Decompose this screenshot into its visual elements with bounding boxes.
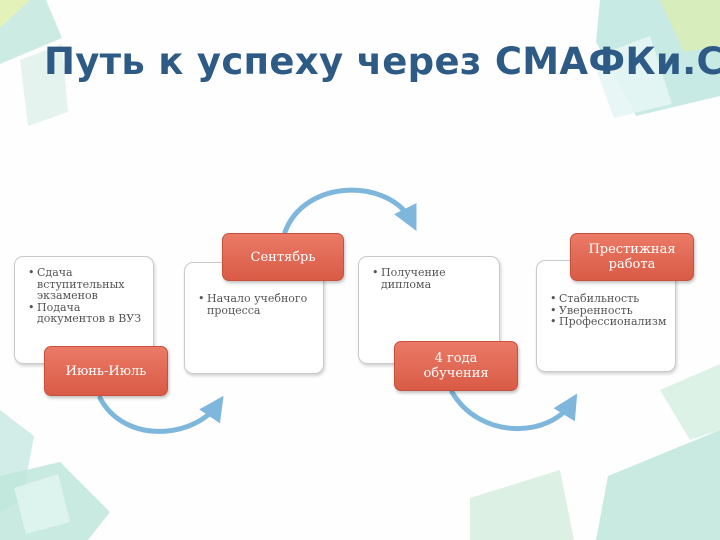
slide-title: Путь к успеху через СМАФКи.С [44, 40, 720, 83]
stage-2-item: Начало учебного процесса [198, 293, 315, 316]
stage-4-label: Престижная работа [570, 233, 694, 281]
stage-2-list: Начало учебного процесса [193, 293, 315, 316]
stage-1-list: Сдача вступительных экзаменов Подача док… [23, 267, 145, 325]
stage-3-list: Получение диплома [367, 267, 491, 290]
curved-arrow-2 [282, 187, 417, 235]
stage-1-label: Июнь-Июль [44, 346, 168, 396]
stage-3-item: Получение диплома [372, 267, 491, 290]
curved-arrow-1 [97, 395, 224, 434]
curved-arrow-3 [449, 389, 578, 432]
stage-1-item: Подача документов в ВУЗ [28, 301, 145, 325]
stage-4-item: Уверенность [550, 304, 667, 317]
stage-1-item: Сдача вступительных экзаменов [28, 267, 145, 302]
stage-4-list: Стабильность Уверенность Профессионализм [545, 293, 667, 328]
stage-4-item: Стабильность [550, 293, 667, 305]
stage-4-card: Стабильность Уверенность Профессионализм [536, 260, 676, 372]
stage-3-label: 4 года обучения [394, 341, 518, 391]
stage-4-item: Профессионализм [550, 316, 667, 328]
stage-2-label: Сентябрь [222, 233, 344, 281]
